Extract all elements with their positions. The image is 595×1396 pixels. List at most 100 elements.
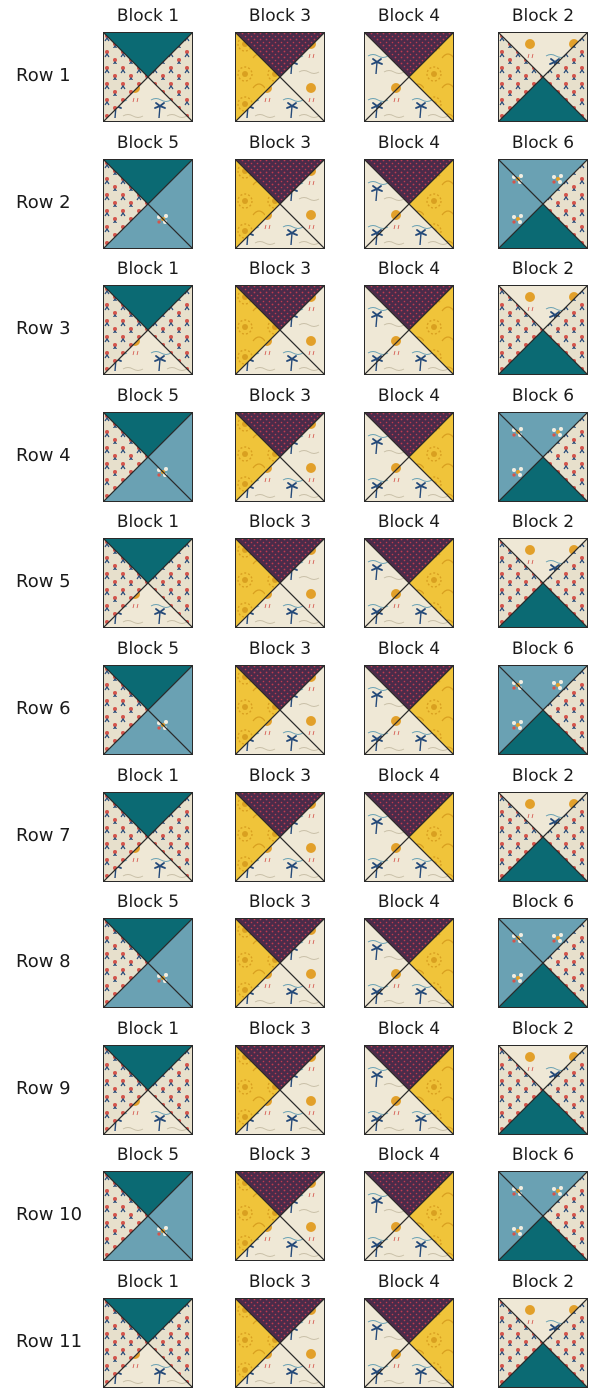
quilt-block-swatch — [364, 32, 454, 122]
quilt-block-swatch — [235, 159, 325, 249]
hst-aubergine-top-icon — [364, 665, 454, 755]
block-label: Block 3 — [230, 1272, 330, 1292]
quilt-block-swatch — [498, 1298, 588, 1388]
quilt-row: Row 7Block 1Block 3Block 4Block 2 — [0, 764, 595, 890]
row-label: Row 1 — [16, 65, 71, 86]
block-label: Block 4 — [359, 1272, 459, 1292]
quilt-block-swatch — [498, 1045, 588, 1135]
hst-aubergine-top-icon — [235, 285, 325, 375]
hst-aubergine-top-icon — [235, 412, 325, 502]
block-label: Block 3 — [230, 766, 330, 786]
block-label: Block 3 — [230, 892, 330, 912]
quilt-block-swatch — [498, 792, 588, 882]
quilt-block-swatch — [364, 1171, 454, 1261]
block-label: Block 5 — [98, 639, 198, 659]
block-label: Block 6 — [493, 639, 593, 659]
quilt-block-swatch — [364, 665, 454, 755]
quilt-block-swatch — [103, 1298, 193, 1388]
hst-teal-top-icon — [103, 1045, 193, 1135]
hst-teal-top-icon — [103, 412, 193, 502]
quilt-row: Row 1Block 1Block 3Block 4Block 2 — [0, 4, 595, 130]
hst-teal-top-icon — [103, 665, 193, 755]
quilt-block-swatch — [103, 538, 193, 628]
quilt-block-swatch — [364, 412, 454, 502]
quilt-block-swatch — [364, 1045, 454, 1135]
quilt-block-swatch — [498, 665, 588, 755]
row-label: Row 6 — [16, 698, 71, 719]
block-label: Block 6 — [493, 386, 593, 406]
hst-teal-bottom-icon — [498, 1045, 588, 1135]
block-label: Block 3 — [230, 1145, 330, 1165]
quilt-row: Row 2Block 5Block 3Block 4Block 6 — [0, 131, 595, 257]
block-label: Block 3 — [230, 133, 330, 153]
hst-aubergine-top-icon — [364, 792, 454, 882]
quilt-block-swatch — [498, 412, 588, 502]
row-label: Row 10 — [16, 1204, 82, 1225]
hst-aubergine-top-icon — [364, 32, 454, 122]
block-label: Block 6 — [493, 133, 593, 153]
block-label: Block 2 — [493, 1019, 593, 1039]
block-label: Block 5 — [98, 386, 198, 406]
block-label: Block 4 — [359, 892, 459, 912]
quilt-block-swatch — [103, 159, 193, 249]
block-label: Block 3 — [230, 1019, 330, 1039]
hst-teal-top-icon — [103, 1171, 193, 1261]
hst-teal-top-icon — [103, 538, 193, 628]
quilt-block-swatch — [498, 918, 588, 1008]
quilt-block-swatch — [103, 32, 193, 122]
hst-teal-bottom-icon — [498, 32, 588, 122]
block-label: Block 1 — [98, 259, 198, 279]
quilt-block-swatch — [498, 159, 588, 249]
block-label: Block 4 — [359, 512, 459, 532]
hst-aubergine-top-icon — [235, 792, 325, 882]
quilt-block-swatch — [103, 285, 193, 375]
quilt-block-swatch — [364, 159, 454, 249]
block-label: Block 2 — [493, 259, 593, 279]
quilt-block-swatch — [103, 1171, 193, 1261]
quilt-block-swatch — [235, 285, 325, 375]
quilt-block-swatch — [103, 792, 193, 882]
quilt-block-swatch — [364, 285, 454, 375]
hst-aubergine-top-icon — [235, 665, 325, 755]
quilt-block-swatch — [235, 412, 325, 502]
block-label: Block 6 — [493, 1145, 593, 1165]
hst-teal-top-icon — [103, 1298, 193, 1388]
hst-teal-bottom-icon — [498, 1171, 588, 1261]
quilt-block-swatch — [235, 918, 325, 1008]
block-label: Block 2 — [493, 1272, 593, 1292]
quilt-row: Row 11Block 1Block 3Block 4Block 2 — [0, 1270, 595, 1396]
hst-teal-bottom-icon — [498, 538, 588, 628]
block-label: Block 3 — [230, 259, 330, 279]
block-label: Block 4 — [359, 386, 459, 406]
block-label: Block 4 — [359, 133, 459, 153]
quilt-block-swatch — [498, 538, 588, 628]
quilt-block-swatch — [103, 412, 193, 502]
block-label: Block 3 — [230, 386, 330, 406]
hst-aubergine-top-icon — [364, 1298, 454, 1388]
block-label: Block 5 — [98, 892, 198, 912]
block-label: Block 6 — [493, 892, 593, 912]
quilt-block-swatch — [103, 1045, 193, 1135]
hst-teal-top-icon — [103, 918, 193, 1008]
quilt-block-swatch — [235, 538, 325, 628]
hst-teal-bottom-icon — [498, 665, 588, 755]
quilt-block-swatch — [235, 1045, 325, 1135]
hst-teal-bottom-icon — [498, 918, 588, 1008]
block-label: Block 2 — [493, 6, 593, 26]
quilt-block-swatch — [235, 32, 325, 122]
quilt-block-swatch — [364, 792, 454, 882]
row-label: Row 3 — [16, 318, 71, 339]
hst-aubergine-top-icon — [235, 918, 325, 1008]
block-label: Block 4 — [359, 1145, 459, 1165]
quilt-block-swatch — [498, 32, 588, 122]
hst-aubergine-top-icon — [364, 1171, 454, 1261]
hst-aubergine-top-icon — [364, 285, 454, 375]
block-label: Block 5 — [98, 133, 198, 153]
quilt-row: Row 4Block 5Block 3Block 4Block 6 — [0, 384, 595, 510]
hst-teal-top-icon — [103, 32, 193, 122]
